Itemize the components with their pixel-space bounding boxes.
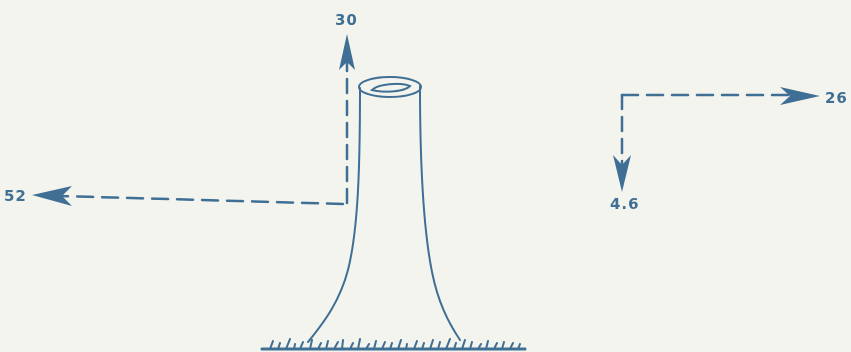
stump-top-hollow bbox=[372, 84, 410, 92]
label-right: 26 bbox=[825, 89, 848, 107]
label-up: 30 bbox=[335, 11, 358, 29]
tree-stump bbox=[308, 77, 460, 342]
right-vector-group bbox=[622, 95, 790, 165]
trunk-right-edge bbox=[420, 86, 460, 340]
trunk-left-edge bbox=[308, 88, 360, 342]
label-left: 52 bbox=[4, 187, 27, 205]
left-vector-group bbox=[60, 60, 347, 204]
leftward-arrow-shaft bbox=[60, 196, 343, 204]
stump-top-rim bbox=[359, 77, 421, 97]
label-down: 4.6 bbox=[610, 195, 640, 213]
grass-base bbox=[262, 339, 525, 349]
